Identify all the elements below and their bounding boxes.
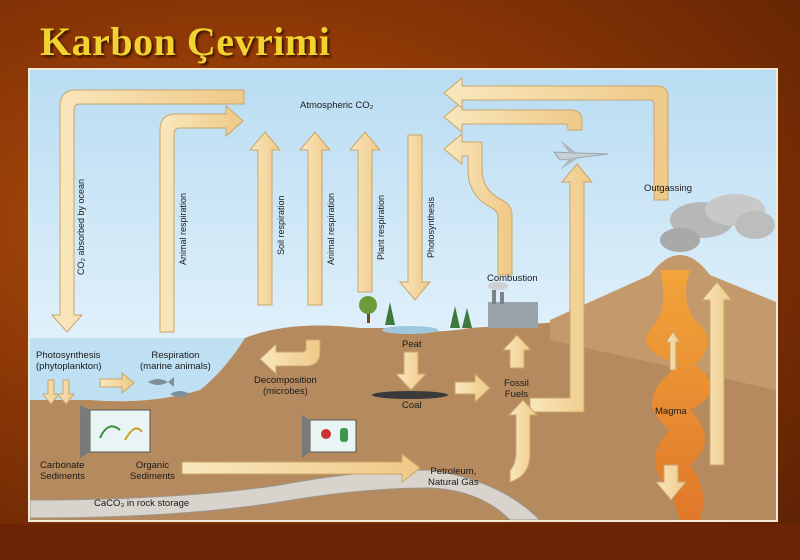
magma-label: Magma xyxy=(655,406,687,417)
arrow-combustion xyxy=(443,132,513,276)
arrow-ocean-absorb xyxy=(50,89,245,333)
slide-title: Karbon Çevrimi xyxy=(40,19,331,64)
arrow-organic-petroleum xyxy=(181,452,421,484)
arrow-fossil-factory xyxy=(501,334,533,369)
combustion-label: Combustion xyxy=(487,273,538,284)
arrow-plane-to-atmo xyxy=(443,100,583,134)
ocean xyxy=(30,338,245,402)
soil-resp-label: Soil respiration xyxy=(276,195,286,255)
carbon-cycle-diagram: Atmospheric CO₂ CO₂ absorbed by ocean An… xyxy=(28,68,778,522)
atmosphere-label: Atmospheric CO₂ xyxy=(300,100,374,111)
carbonate-label: Carbonate Sediments xyxy=(40,460,85,482)
rock-storage-label: CaCO₃ in rock storage xyxy=(94,498,190,509)
airplane xyxy=(553,151,609,161)
factory xyxy=(488,302,538,328)
marine-resp-label: Respiration (marine animals) xyxy=(140,350,211,372)
plant-resp-label: Plant respiration xyxy=(376,194,386,260)
magma-chamber xyxy=(646,270,712,520)
phyto-label: Photosynthesis (phytoplankton) xyxy=(36,350,102,372)
arrow-plant-resp xyxy=(348,131,382,293)
inset-microbes xyxy=(302,415,357,458)
photosynthesis-label: Photosynthesis xyxy=(426,196,436,258)
ocean-absorb-label: CO₂ absorbed by ocean xyxy=(76,178,86,275)
rock-storage-band xyxy=(30,469,541,520)
arrow-marine-resp xyxy=(159,104,244,333)
bottom-band xyxy=(0,524,800,560)
arrow-soil-resp xyxy=(248,131,282,306)
animal-resp-left-label: Animal respiration xyxy=(178,192,188,265)
arrow-peat-coal xyxy=(394,351,428,391)
arrow-photosynthesis xyxy=(398,134,432,301)
arrow-magma-down xyxy=(654,464,688,501)
decomposition-label: Decomposition (microbes) xyxy=(254,375,317,397)
diagram-artwork xyxy=(30,70,776,520)
coal-seam xyxy=(372,391,448,399)
arrow-outgassing xyxy=(443,76,669,201)
outgassing-label: Outgassing xyxy=(644,183,693,194)
peat-label: Peat xyxy=(402,339,422,350)
fossil-fuels-label: Fossil Fuels xyxy=(504,378,529,400)
arrow-decomposition xyxy=(259,339,321,376)
arrow-coal-fossil xyxy=(454,372,491,404)
flow-arrows xyxy=(41,76,734,501)
animal-resp-label: Animal respiration xyxy=(326,192,336,265)
coal-label: Coal xyxy=(402,400,422,411)
arrow-fossil-up xyxy=(529,163,594,413)
petroleum-label: Petroleum, Natural Gas xyxy=(428,466,479,488)
arrow-animal-resp xyxy=(298,131,332,306)
arrow-phyto-marine xyxy=(99,371,135,395)
peat-bog xyxy=(382,326,438,334)
arrow-petroleum-up xyxy=(507,399,539,483)
tree xyxy=(359,296,377,314)
organic-label: Organic Sediments xyxy=(130,460,175,482)
inset-plankton xyxy=(80,405,151,458)
arrow-magma-up xyxy=(700,281,734,466)
